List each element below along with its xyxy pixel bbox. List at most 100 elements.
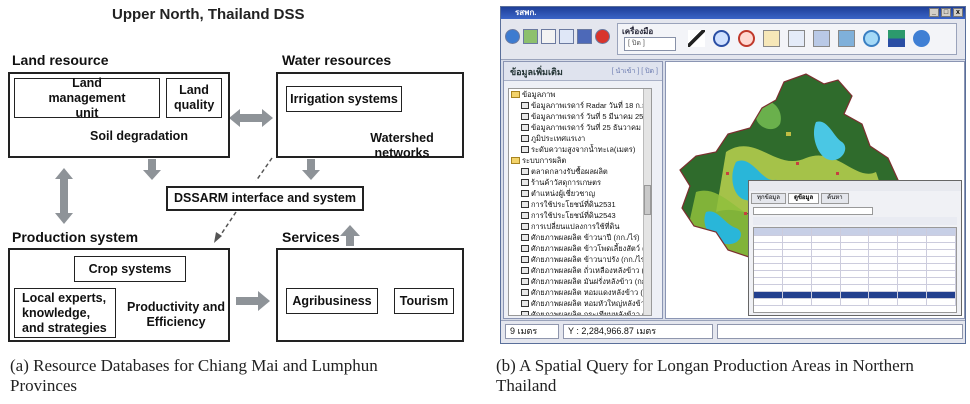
tools-panel: เครื่องมือ [ ปิด ] — [617, 23, 957, 55]
tree-layer-item[interactable]: ศักยภาพผลผลิต ข้าวนาปี (กก./ไร่) — [509, 232, 651, 243]
water-center-arrow — [302, 159, 320, 180]
table-row-selected[interactable] — [754, 292, 956, 299]
tree-item-label: การเปลี่ยนแปลงการใช้ที่ดิน — [531, 222, 620, 231]
tree-layer-item[interactable]: ตลาดกลางรับซื้อผลผลิต — [509, 166, 651, 177]
pointer-icon[interactable] — [688, 30, 705, 47]
tree-item-label: ข้อมูลภาพเรดาร์ วันที่ 5 มีนาคม 2543 — [531, 112, 651, 121]
tree-item-label: การใช้ประโยชน์ที่ดิน2543 — [531, 211, 616, 220]
identify-icon[interactable] — [788, 30, 805, 47]
close-button[interactable]: x — [953, 8, 963, 17]
tab-all-data[interactable]: ทุกข้อมูล — [751, 193, 786, 204]
globe-icon[interactable] — [505, 29, 520, 44]
land-water-arrow — [229, 109, 273, 127]
layer-tree: ข้อมูลภาพข้อมูลภาพเรดาร์ Radar วันที่ 18… — [508, 88, 652, 316]
tree-layer-item[interactable]: ศักยภาพผลผลิต มันฝรั่งหลังข้าว (กก./ไร่) — [509, 276, 651, 287]
tab-view-data[interactable]: ดูข้อมูล — [787, 193, 820, 204]
tree-item-label: ข้อมูลภาพ — [522, 90, 556, 99]
tourism-box: Tourism — [394, 288, 454, 314]
tab-search[interactable]: ค้นหา — [821, 193, 849, 204]
table-row[interactable] — [754, 271, 956, 278]
tree-layer-item[interactable]: ข้อมูลภาพเรดาร์ วันที่ 25 ธันวาคม 25 — [509, 122, 651, 133]
table-row[interactable] — [754, 243, 956, 250]
local-experts-label: Local experts, knowledge, and strategies — [22, 290, 107, 335]
layer-icon — [521, 135, 529, 142]
search-icon[interactable] — [863, 30, 880, 47]
tools-label: เครื่องมือ — [622, 27, 654, 36]
layer-icon — [521, 113, 529, 120]
list-icon[interactable] — [559, 29, 574, 44]
tree-scrollbar[interactable] — [643, 89, 651, 315]
land-resource-box: Land management unit Land quality Soil d… — [8, 72, 230, 158]
table-row[interactable] — [754, 278, 956, 285]
main-toolbar: เครื่องมือ [ ปิด ] — [501, 19, 965, 60]
tree-layer-item[interactable]: ศักยภาพผลผลิต ข้าวโพดเลี้ยงสัตว์ (กก./ไร… — [509, 243, 651, 254]
zoom-in-icon[interactable] — [713, 30, 730, 47]
tree-item-label: ศักยภาพผลผลิต มันฝรั่งหลังข้าว (กก./ไร่) — [531, 277, 651, 286]
tree-layer-item[interactable]: ตำแหน่งผู้เชี่ยวชาญ — [509, 188, 651, 199]
tree-item-label: ศักยภาพผลผลิต หอมหัวใหญ่หลังข้าว (กก./ไร… — [531, 299, 651, 308]
tree-layer-item[interactable]: ภูมิประเทศแรเงา — [509, 133, 651, 144]
layer-sidebar: ข้อมูลเพิ่มเติม [ นำเข้า ] [ ปิด ] ข้อมู… — [503, 61, 663, 319]
section-water-resources: Water resources — [282, 52, 392, 68]
tree-layer-item[interactable]: การเปลี่ยนแปลงการใช้ที่ดิน — [509, 221, 651, 232]
land-management-unit-box: Land management unit — [14, 75, 160, 120]
layers-icon[interactable] — [523, 29, 538, 44]
save-icon[interactable] — [577, 29, 592, 44]
tree-folder[interactable]: ระบบการผลิต — [509, 155, 651, 166]
table-row[interactable] — [754, 264, 956, 271]
tree-layer-item[interactable]: ร้านค้าวัสดุการเกษตร — [509, 177, 651, 188]
tree-layer-item[interactable]: การใช้ประโยชน์ที่ดิน2543 — [509, 210, 651, 221]
layer-icon — [521, 201, 529, 208]
query-dialog[interactable]: ทุกข้อมูล ดูข้อมูล ค้นหา — [748, 180, 962, 316]
flag-icon[interactable] — [888, 30, 905, 47]
local-experts-box: Local experts, knowledge, and strategies — [14, 288, 116, 338]
layer-icon — [521, 245, 529, 252]
query-dialog-titlebar — [749, 181, 961, 191]
table-icon[interactable] — [813, 30, 830, 47]
map-view[interactable]: ทุกข้อมูล ดูข้อมูล ค้นหา — [665, 61, 965, 319]
tree-scroll-thumb[interactable] — [644, 185, 651, 215]
tree-layer-item[interactable]: ศักยภาพผลผลิต ข้าวนาปรัง (กก./ไร่) — [509, 254, 651, 265]
section-production-system: Production system — [12, 229, 139, 245]
land-management-unit-label: Land management unit — [48, 75, 126, 120]
document-icon[interactable] — [541, 29, 556, 44]
tree-layer-item[interactable]: ศักยภาพผลผลิต ถั่วเหลืองหลังข้าว (กก./ไร… — [509, 265, 651, 276]
tree-layer-item[interactable]: ศักยภาพผลผลิต หอมแดงหลังข้าว (กก./ไร่) — [509, 287, 651, 298]
app-title: รสพก. — [515, 8, 537, 17]
table-row[interactable] — [754, 257, 956, 264]
tree-layer-item[interactable]: การใช้ประโยชน์ที่ดิน2531 — [509, 199, 651, 210]
table-row[interactable] — [754, 250, 956, 257]
dssarm-interface-label: DSSARM interface and system — [173, 191, 356, 205]
dashed-center-production — [219, 211, 237, 237]
table-row[interactable] — [754, 299, 956, 306]
stop-icon[interactable] — [595, 29, 610, 44]
tools-combo[interactable]: [ ปิด ] — [624, 37, 676, 51]
layer-icon — [521, 124, 529, 131]
layer-icon — [521, 278, 529, 285]
crop-systems-label: Crop systems — [88, 261, 172, 276]
land-quality-label: Land quality — [174, 83, 215, 112]
layer-icon — [521, 300, 529, 307]
tree-layer-item[interactable]: ข้อมูลภาพเรดาร์ วันที่ 5 มีนาคม 2543 — [509, 111, 651, 122]
tree-layer-item[interactable]: ระดับความสูงจากน้ำทะเล(เมตร) — [509, 144, 651, 155]
tree-item-label: ข้อมูลภาพเรดาร์ Radar วันที่ 18 ก.ย. — [531, 101, 649, 110]
window-controls: _ □ x — [929, 8, 963, 17]
tree-item-label: ศักยภาพผลผลิต ถั่วเหลืองหลังข้าว (กก./ไร… — [531, 266, 651, 275]
sidebar-links[interactable]: [ นำเข้า ] [ ปิด ] — [611, 68, 658, 75]
tree-layer-item[interactable]: ศักยภาพผลผลิต กระเทียมหลังข้าว (กก./ไร่) — [509, 309, 651, 315]
tree-layer-item[interactable]: ข้อมูลภาพเรดาร์ Radar วันที่ 18 ก.ย. — [509, 100, 651, 111]
pan-icon[interactable] — [763, 30, 780, 47]
sidebar-header: ข้อมูลเพิ่มเติม [ นำเข้า ] [ ปิด ] — [504, 62, 662, 81]
table-row[interactable] — [754, 285, 956, 292]
table-row[interactable] — [754, 236, 956, 243]
zoom-out-icon[interactable] — [738, 30, 755, 47]
tree-layer-item[interactable]: ศักยภาพผลผลิต หอมหัวใหญ่หลังข้าว (กก./ไร… — [509, 298, 651, 309]
maximize-button[interactable]: □ — [941, 8, 951, 17]
world-icon[interactable] — [913, 30, 930, 47]
chart-icon[interactable] — [838, 30, 855, 47]
folder-icon — [511, 157, 520, 164]
tree-folder[interactable]: ข้อมูลภาพ — [509, 89, 651, 100]
tree-item-label: ระบบการผลิต — [522, 156, 567, 165]
minimize-button[interactable]: _ — [929, 8, 939, 17]
query-field-select[interactable] — [753, 207, 873, 215]
